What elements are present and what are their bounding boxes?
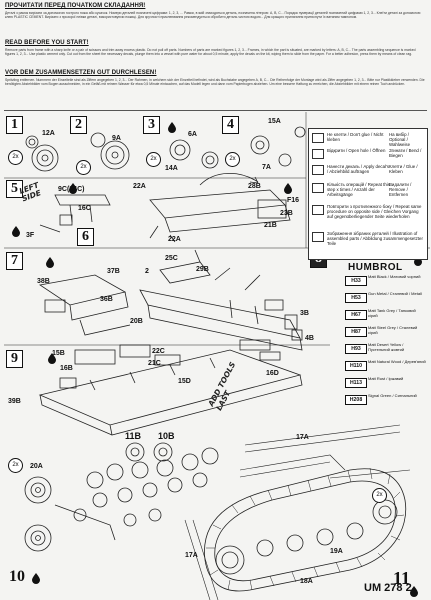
assembled-parts-icon xyxy=(312,232,324,242)
humbrol-heading: HUMBROL xyxy=(348,262,403,273)
paint-name: Matt Rust / Іржавий xyxy=(368,376,404,381)
decal-icon xyxy=(312,165,324,175)
paint-name: Gun Metal / Сталевий / Metall xyxy=(368,291,422,296)
symbol-legend: Не клеїти / Don't glue / Nicht kleben На … xyxy=(308,128,428,260)
heading-ukrainian: ПРОЧИТАТИ ПЕРЕД ПОЧАТКОМ СКЛАДАННЯ! xyxy=(5,3,146,9)
header-divider xyxy=(4,110,427,111)
part-label: 16C xyxy=(78,205,91,212)
paint-name: Matt Tank Grey / Танковий сірий xyxy=(368,308,416,318)
part-label: 20A xyxy=(30,463,43,470)
legend-text: Згинати / Bend / Biegen xyxy=(389,148,422,158)
part-label: F16 xyxy=(287,197,300,204)
paint-code: H208 xyxy=(345,395,367,405)
part-label: 15A xyxy=(268,118,281,125)
product-code: UM 278 2 xyxy=(364,582,412,594)
part-label: 4B xyxy=(305,335,314,342)
part-label: 21C xyxy=(148,360,161,367)
legend-text: Нанести декаль / Apply decal's / Abziehb… xyxy=(327,164,390,174)
legend-text: Відкрити / Open hole / Öffnen xyxy=(327,148,386,153)
part-label: 9A xyxy=(112,135,121,142)
part-label: 39B xyxy=(8,398,21,405)
part-label: 12A xyxy=(42,130,55,137)
repeat-2x-callout: 2x xyxy=(225,152,240,167)
step-6-number: 6 xyxy=(77,228,94,246)
paint-code: H93 xyxy=(345,344,367,354)
step-2-number: 2 xyxy=(70,116,87,134)
part-label: 6A xyxy=(188,131,197,138)
legend-text: Повторити з протилежного боку / Repeat s… xyxy=(327,204,422,219)
part-label: 36B xyxy=(100,296,113,303)
part-label: 25C xyxy=(165,255,178,262)
part-label: 3B xyxy=(300,310,309,317)
legend-text: На вибір / Optional / Wahlweise xyxy=(389,132,411,147)
step-1-number: 1 xyxy=(6,116,23,134)
part-label: 29B xyxy=(196,266,209,273)
text-german: Spritzling entfernen. Nummern der Einzel… xyxy=(5,78,425,87)
step-3-number: 3 xyxy=(143,116,160,134)
heading-english: READ BEFORE YOU START! xyxy=(5,40,89,46)
part-label: 16D xyxy=(266,370,279,377)
heading-german: VOR DEM ZUSAMMENSETZEN GUT DURCHLESEN! xyxy=(5,70,157,76)
paint-name: Matt Steel Grey / Сталевий сірий xyxy=(368,325,418,335)
legend-text: Кількість операцій / Repeat this step x … xyxy=(327,182,390,197)
dont-glue-icon xyxy=(312,133,324,143)
part-label: 14A xyxy=(165,165,178,172)
step-9-number: 9 xyxy=(6,350,23,368)
step-11-number: 11 xyxy=(393,568,411,588)
part-label: 11B xyxy=(125,431,142,441)
paint-code: H67 xyxy=(345,310,367,320)
part-label: 38B xyxy=(37,278,50,285)
part-label: 17A xyxy=(296,434,309,441)
paint-code: H53 xyxy=(345,293,367,303)
part-label: 16B xyxy=(60,365,73,372)
part-label: 9C(34C) xyxy=(58,186,85,193)
part-label: 7A xyxy=(262,164,271,171)
part-label: 22A xyxy=(133,183,146,190)
step-4-number: 4 xyxy=(222,116,239,134)
repeat-2x-callout: 2x xyxy=(8,150,23,165)
paint-code: H113 xyxy=(345,378,367,388)
part-label: 15D xyxy=(178,378,191,385)
repeat-icon xyxy=(312,183,324,193)
repeat-2x-callout: 2x xyxy=(372,488,387,503)
open-hole-icon xyxy=(312,149,324,159)
paint-name: Matt Desert Yellow / Пустельний жовтий xyxy=(368,342,405,352)
paint-code: H87 xyxy=(345,327,367,337)
repeat-2x-callout: 2x xyxy=(8,458,23,473)
paint-code: H33 xyxy=(345,276,367,286)
paint-code: H110 xyxy=(345,361,367,371)
part-label: 22A xyxy=(168,236,181,243)
part-label: 10B xyxy=(158,431,175,441)
step-5-number: 5 xyxy=(6,180,23,198)
legend-text: Не клеїти / Don't glue / Nicht kleben xyxy=(327,132,384,142)
part-label: 18A xyxy=(300,578,313,585)
step-10-number: 10 xyxy=(9,568,25,585)
legend-text: Зображення зібраних деталей / Illustrati… xyxy=(327,231,423,246)
legend-text: Клеїти / Glue / Kleben xyxy=(389,164,418,174)
part-label: 28B xyxy=(248,183,261,190)
paint-name: Matt Natural Wood / Дерев'яний xyxy=(368,359,426,364)
text-ukrainian: Деталі з рамок вирізати за допомогою гос… xyxy=(5,11,421,20)
part-label: 37B xyxy=(107,268,120,275)
legend-text: Видалити / Remove / Entfernen xyxy=(389,182,412,197)
part-label: 17A xyxy=(185,552,198,559)
opposite-side-icon xyxy=(312,205,324,215)
repeat-2x-callout: 2x xyxy=(146,152,161,167)
part-label: 2 xyxy=(145,268,149,275)
part-label: 15B xyxy=(52,350,65,357)
part-label: 23B xyxy=(280,210,293,217)
part-label: 22C xyxy=(152,348,165,355)
part-label: 19A xyxy=(330,548,343,555)
part-label: 21B xyxy=(264,222,277,229)
repeat-2x-callout: 2x xyxy=(76,160,91,175)
paint-name: Signal Green / Сигнальний xyxy=(368,393,417,398)
part-label: 20B xyxy=(130,318,143,325)
text-english: Remove parts from frame with a sharp kni… xyxy=(5,48,416,57)
part-label: 3F xyxy=(26,232,35,239)
step-7-number: 7 xyxy=(6,252,23,270)
paint-name: Matt Black / Матовий чорний xyxy=(368,274,421,279)
